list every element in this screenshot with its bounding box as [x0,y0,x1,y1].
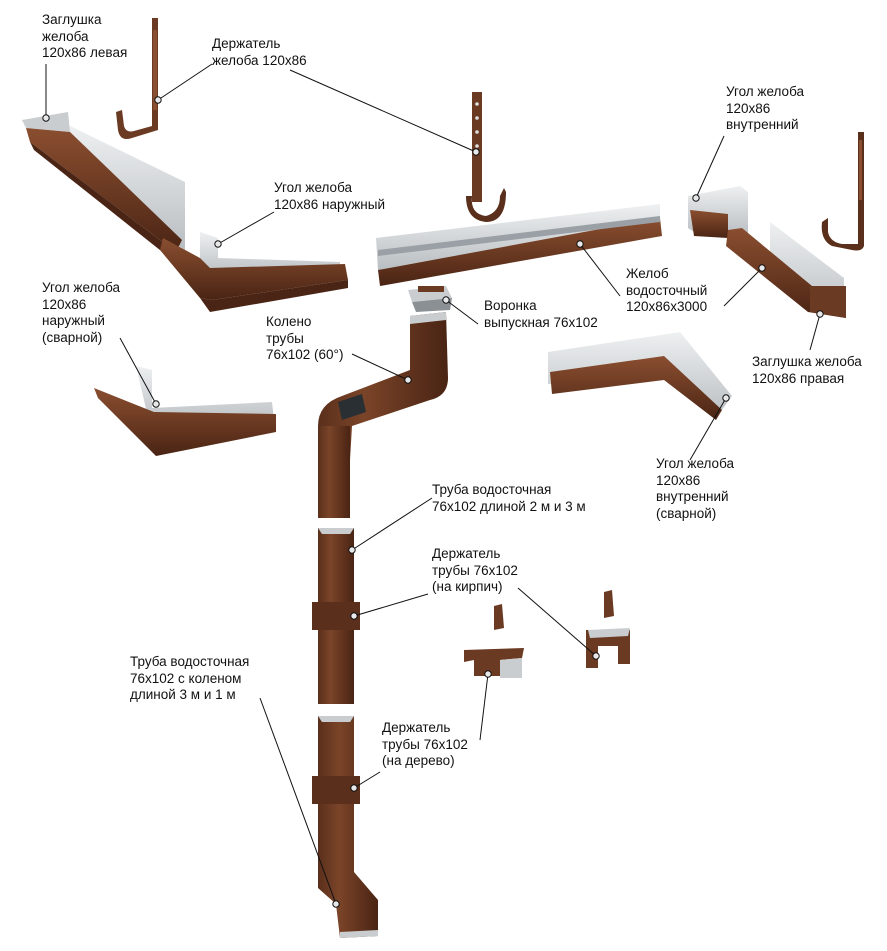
left-gutter-section [22,112,185,258]
label-corner-inner: Угол желоба 120х86 внутренний [726,84,804,132]
label-gutter: Желоб водосточный 120х86х3000 [626,266,708,314]
leader-corner-inner-welded [689,397,727,461]
leader-bracket-brick [517,587,597,657]
label-pipe-bracket-wood: Держатель трубы 76х102 (на дерево) [382,720,468,768]
label-bracket-gutter: Держатель желоба 120х86 [212,36,307,68]
leader-gutter-a [579,243,621,297]
leader-outlet [445,299,479,325]
label-corner-inner-welded: Угол желоба 120х86 внутренний (сварной) [656,456,734,521]
leader-bracket-wood-c [353,771,381,789]
pipe-lower-with-elbow [312,716,378,938]
main-gutter [376,204,662,286]
label-end-cap-left: Заглушка желоба 120х86 левая [42,12,128,60]
leader-corner-outer-welded [119,337,157,405]
label-corner-outer: Угол желоба 120х86 наружный [274,180,385,212]
gutter-bracket-right [821,132,864,251]
leader-bracket-wood-a [353,593,429,617]
leader-bracket-wood-b [479,673,489,741]
leader-pipe-with-elbow [259,697,337,905]
pipe-middle [312,528,360,704]
label-pipe-bracket-brick: Держатель трубы 76х102 (на кирпич) [432,546,518,594]
outer-corner-piece [160,232,348,312]
leader-pipe [351,497,433,551]
pipe-elbow [318,312,448,462]
right-gutter-section [726,222,846,318]
leader-end-cap-right [809,313,821,351]
welded-inner-corner [548,332,732,420]
label-pipe-with-elbow: Труба водосточная 76х102 с коленом длино… [130,654,250,702]
gutter-bracket-small [116,18,158,139]
leader-bracket-tall [289,69,477,153]
outlet-funnel [408,286,452,312]
label-end-cap-right: Заглушка желоба 120х86 правая [752,354,862,386]
label-corner-outer-welded: Угол желоба 120х86 наружный (сварной) [42,280,120,345]
callout-dots [42,96,824,908]
pipe-bracket-wood [464,604,524,678]
label-elbow: Колено трубы 76х102 (60°) [266,314,344,362]
leader-lines [45,63,821,905]
leader-corner-outer [217,211,275,245]
leader-elbow [351,353,409,381]
label-pipe: Труба водосточная 76х102 длиной 2 м и 3 … [432,482,586,514]
welded-outer-corner [94,366,276,456]
gutter-bracket-tall [466,92,506,222]
leader-corner-inner [695,135,725,199]
right-inner-corner [688,186,748,238]
pipe-upper-short [318,426,350,518]
leader-gutter-b [723,267,763,307]
label-outlet: Воронка выпускная 76х102 [484,298,598,330]
leader-bracket-small [157,63,213,101]
